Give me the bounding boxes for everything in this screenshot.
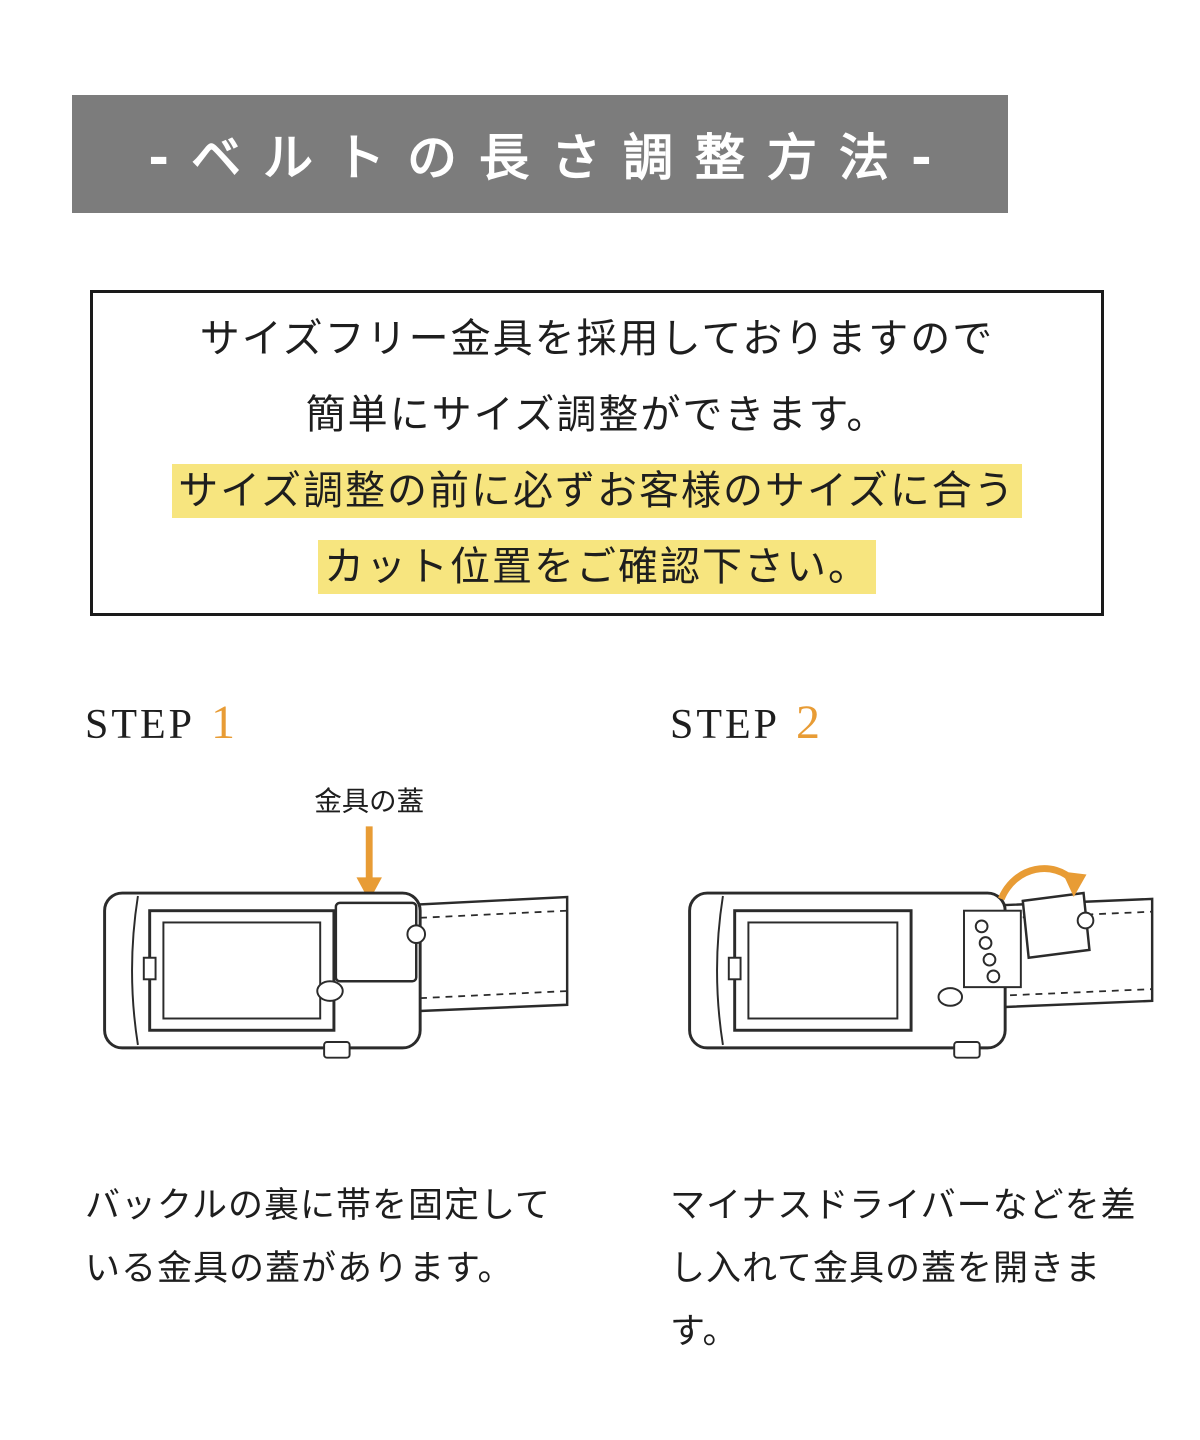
step-caption: マイナスドライバーなどを差し入れて金具の蓋を開きます。	[670, 1186, 1137, 1352]
figure-step-2	[670, 780, 1160, 1120]
figure-label: 金具の蓋	[314, 787, 424, 818]
intro-line: 簡単にサイズ調整ができます。	[305, 392, 889, 438]
step-label: STEP	[85, 702, 196, 748]
step-heading: STEP 2	[670, 695, 1160, 750]
step-label: STEP	[670, 702, 781, 748]
open-arrow-icon	[998, 865, 1087, 901]
intro-line: サイズフリー金具を採用しておりますので	[199, 316, 995, 362]
step-number: 2	[796, 696, 824, 749]
highlighted-text: カット位置をご確認下さい。	[318, 540, 876, 594]
step-caption: バックルの裏に帯を固定している金具の蓋があります。	[85, 1186, 551, 1289]
adjustment-holes	[963, 909, 1022, 989]
page-title: -ベルトの長さ調整方法-	[148, 129, 954, 187]
step-1: STEP 1 金具の蓋	[85, 695, 575, 1364]
buckle-body	[688, 891, 1007, 1059]
cover-plate-open	[1021, 891, 1095, 960]
step-heading: STEP 1	[85, 695, 575, 750]
down-arrow-icon	[356, 826, 382, 901]
cover-plate	[334, 901, 427, 983]
buckle-illustration-closed: 金具の蓋	[103, 787, 569, 1059]
buckle-illustration-open	[688, 865, 1154, 1059]
intro-line: サイズ調整の前に必ずお客様のサイズに合う	[93, 453, 1101, 529]
title-banner: -ベルトの長さ調整方法-	[72, 95, 1008, 213]
intro-box: サイズフリー金具を採用しておりますので 簡単にサイズ調整ができます。 サイズ調整…	[90, 290, 1104, 616]
step-2: STEP 2	[670, 695, 1160, 1364]
steps-section: STEP 1 金具の蓋	[85, 695, 1154, 1364]
highlighted-text: サイズ調整の前に必ずお客様のサイズに合う	[172, 464, 1022, 518]
step-number: 1	[211, 696, 239, 749]
intro-line: カット位置をご確認下さい。	[93, 529, 1101, 605]
figure-step-1: 金具の蓋	[85, 780, 575, 1120]
